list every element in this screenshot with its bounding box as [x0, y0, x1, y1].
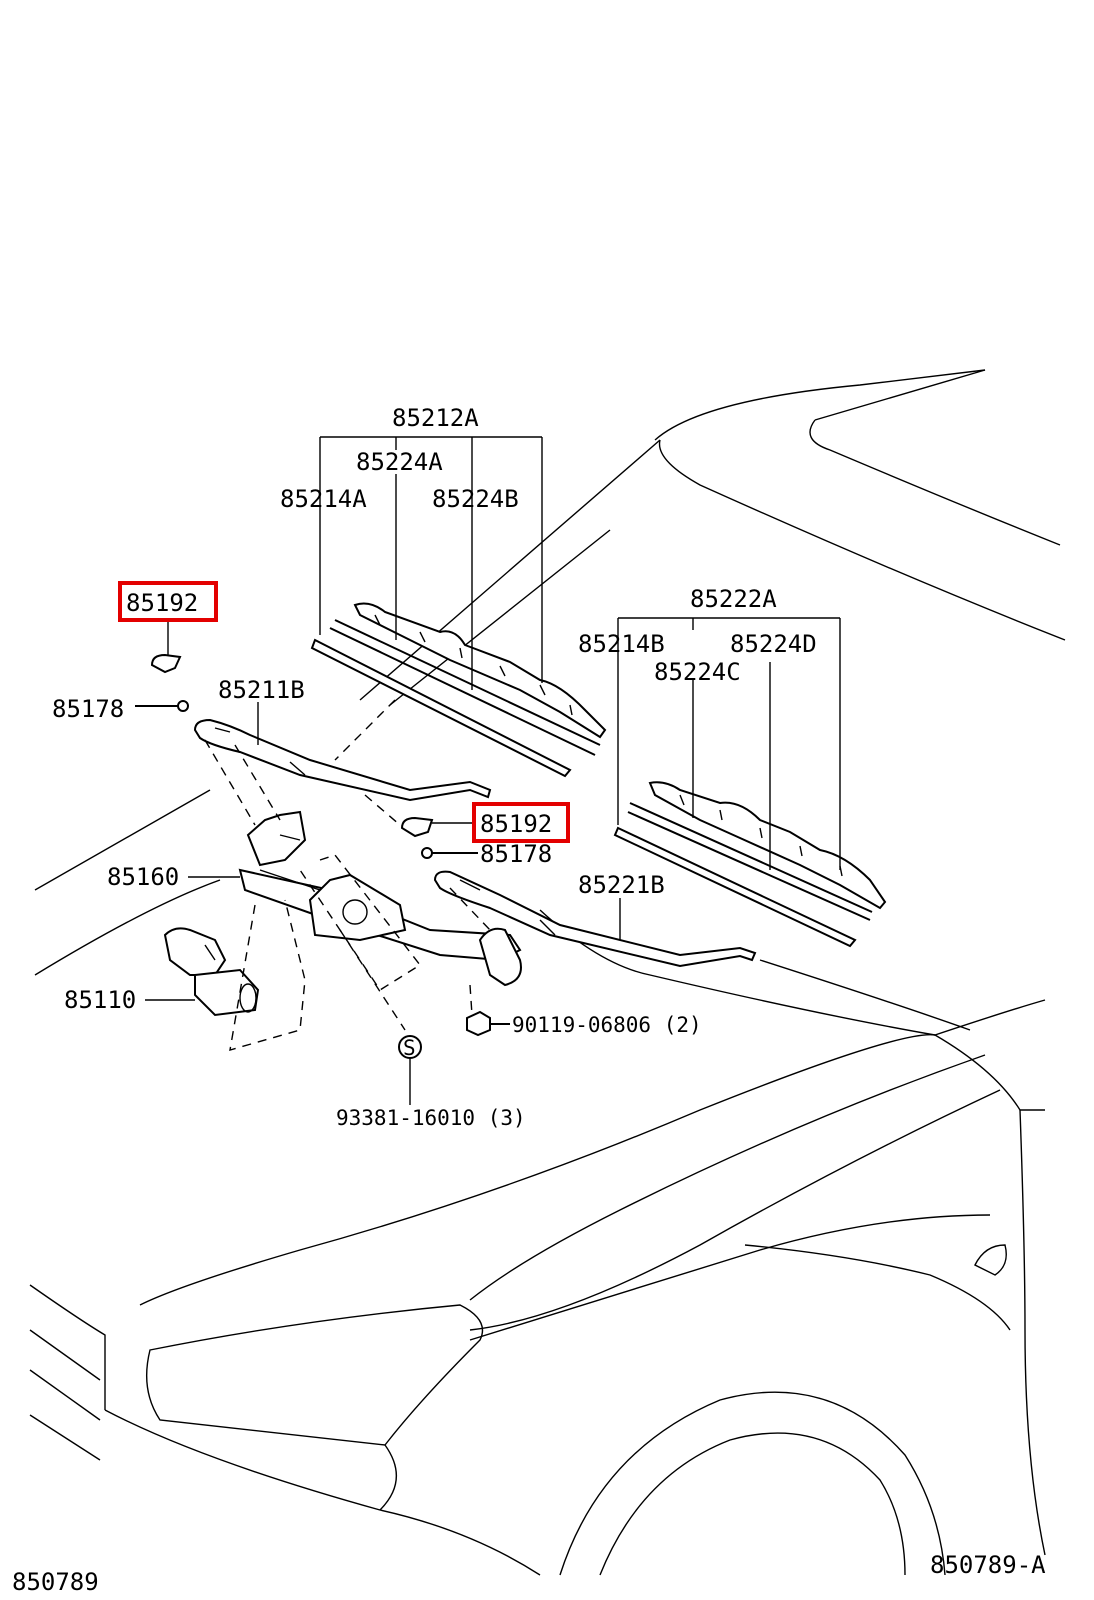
footer-right-code: 850789-A [930, 1551, 1046, 1579]
label-85214B: 85214B [578, 630, 665, 658]
highlight-85192-right [472, 802, 570, 843]
bolt-90119 [466, 1010, 510, 1037]
label-85214A: 85214A [280, 485, 367, 513]
label-85212A: 85212A [392, 404, 479, 432]
car-body-outline [29, 369, 1066, 1576]
cap-85192-right [400, 816, 434, 838]
footer-left-code: 850789 [12, 1568, 99, 1596]
label-90119-06806: 90119-06806 (2) [512, 1013, 702, 1037]
wiper-arm-85211B [193, 718, 492, 802]
dashed-leaders [204, 739, 491, 1051]
label-85192-right: 85192 [480, 810, 552, 838]
leader-lines [135, 436, 841, 1105]
label-85160: 85160 [107, 863, 179, 891]
wiper-arm-85221B [433, 870, 757, 968]
label-85110: 85110 [64, 986, 136, 1014]
wiper-link-85160 [238, 810, 522, 987]
blade-assembly-85222A [613, 781, 887, 948]
cap-85192-left [150, 653, 182, 674]
highlight-85192-left [118, 581, 218, 622]
part-labels: 85212A 85224A 85214A 85224B 85222A 85214… [12, 404, 1046, 1596]
label-85178-left: 85178 [52, 695, 124, 723]
label-85224B: 85224B [432, 485, 519, 513]
label-85211B: 85211B [218, 676, 305, 704]
nut-85178-left [177, 700, 189, 712]
label-85222A: 85222A [690, 585, 777, 613]
wiper-motor-85110 [163, 927, 260, 1017]
s-marker: S [398, 1035, 422, 1060]
highlight-boxes [118, 581, 570, 843]
label-85221B: 85221B [578, 871, 665, 899]
s-marker-text: S [403, 1036, 416, 1060]
label-85224A: 85224A [356, 448, 443, 476]
label-93381-16010: 93381-16010 (3) [336, 1106, 526, 1130]
label-85224D: 85224D [730, 630, 817, 658]
blade-assembly-85212A [310, 602, 607, 778]
label-85178-right: 85178 [480, 840, 552, 868]
label-85192-left: 85192 [126, 589, 198, 617]
nut-85178-right [421, 847, 433, 859]
label-85224C: 85224C [654, 658, 741, 686]
